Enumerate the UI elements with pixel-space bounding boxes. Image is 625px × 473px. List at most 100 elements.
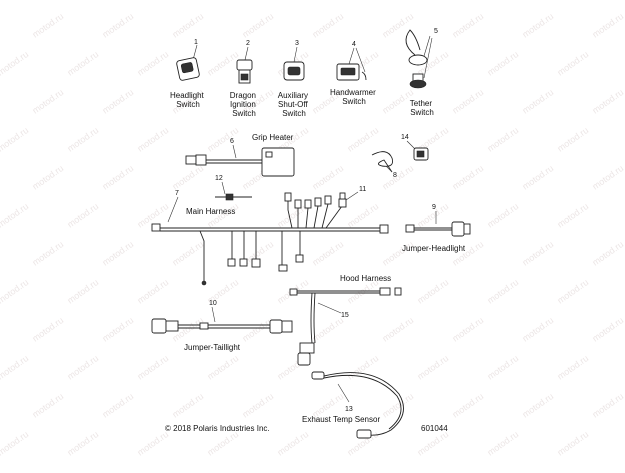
part-auxiliary-shutoff-switch[interactable]: 3 Auxiliary Shut-Off Switch	[278, 40, 310, 118]
watermark-text: motod.ru	[590, 239, 625, 268]
label-tether-l1: Tether	[410, 99, 433, 108]
label-tether-l2: Switch	[410, 108, 434, 117]
watermark-text: motod.ru	[30, 11, 65, 40]
part-8-clip[interactable]: 8	[371, 151, 397, 179]
watermark-text: motod.ru	[485, 429, 520, 458]
watermark-text: motod.ru	[590, 163, 625, 192]
label-aux-l1: Auxiliary	[278, 91, 308, 100]
part-main-harness[interactable]: 7 Main Harness 11	[151, 186, 389, 286]
watermark-text: motod.ru	[0, 277, 30, 306]
part-grip-heater[interactable]: Grip Heater 6	[185, 133, 295, 177]
part-headlight-switch[interactable]: 1 Headlight Switch	[170, 39, 206, 109]
watermark-text: motod.ru	[485, 49, 520, 78]
copyright-text: © 2018 Polaris Industries Inc.	[165, 424, 270, 433]
watermark-text: motod.ru	[240, 391, 275, 420]
watermark-text: motod.ru	[450, 87, 485, 116]
watermark-text: motod.ru	[450, 391, 485, 420]
watermark-text: motod.ru	[0, 49, 30, 78]
callout-7: 7	[175, 190, 179, 197]
watermark-text: motod.ru	[205, 0, 240, 2]
label-dragon-l3: Switch	[232, 109, 256, 118]
watermark-text: motod.ru	[555, 277, 590, 306]
watermark-text: motod.ru	[520, 11, 555, 40]
part-jumper-taillight[interactable]: 10 Jumper-Taillight	[151, 300, 293, 352]
part-tether-switch[interactable]: 5 Tether Switch	[405, 28, 438, 117]
callout-14: 14	[401, 134, 409, 141]
watermark-text: motod.ru	[310, 163, 345, 192]
watermark-text: motod.ru	[520, 391, 555, 420]
watermark-text: motod.ru	[555, 353, 590, 382]
watermark-text: motod.ru	[555, 429, 590, 458]
label-hood-harness: Hood Harness	[340, 274, 391, 283]
watermark-text: motod.ru	[380, 11, 415, 40]
watermark-text: motod.ru	[65, 201, 100, 230]
label-jumper-taillight: Jumper-Taillight	[184, 343, 241, 352]
watermark-text: motod.ru	[65, 0, 100, 2]
watermark-text: motod.ru	[310, 11, 345, 40]
label-headlight-switch-l2: Switch	[176, 100, 200, 109]
watermark-text: motod.ru	[415, 0, 450, 2]
watermark-text: motod.ru	[65, 429, 100, 458]
watermark-text: motod.ru	[100, 87, 135, 116]
watermark-text: motod.ru	[135, 353, 170, 382]
watermark-text: motod.ru	[555, 125, 590, 154]
part-12-lead[interactable]: 12	[215, 175, 252, 201]
watermark-text: motod.ru	[555, 0, 590, 2]
watermark-text: motod.ru	[170, 163, 205, 192]
part-hood-harness[interactable]: Hood Harness 15	[289, 274, 402, 366]
watermark-text: motod.ru	[170, 11, 205, 40]
label-aux-l2: Shut-Off	[278, 100, 308, 109]
watermark-text: motod.ru	[100, 11, 135, 40]
part-handwarmer-switch[interactable]: 4 Handwarmer Switch	[330, 41, 378, 106]
watermark-text: motod.ru	[485, 277, 520, 306]
part-dragon-ignition-switch[interactable]: 2 Dragon Ignition Switch	[230, 40, 258, 118]
watermark-text: motod.ru	[135, 125, 170, 154]
watermark-text: motod.ru	[485, 125, 520, 154]
watermark-text: motod.ru	[310, 239, 345, 268]
watermark-text: motod.ru	[135, 0, 170, 2]
callout-9: 9	[432, 204, 436, 211]
label-headlight-switch-l1: Headlight	[170, 91, 205, 100]
watermark-text: motod.ru	[65, 49, 100, 78]
watermark-text: motod.ru	[345, 125, 380, 154]
callout-2: 2	[246, 40, 250, 47]
part-jumper-headlight[interactable]: 9 Jumper-Headlight	[402, 204, 471, 253]
label-dragon-l1: Dragon	[230, 91, 256, 100]
callout-8: 8	[393, 172, 397, 179]
label-aux-l3: Switch	[282, 109, 306, 118]
watermark-text: motod.ru	[485, 0, 520, 2]
part-14-switch[interactable]: 14	[401, 134, 429, 161]
callout-1: 1	[194, 39, 198, 46]
watermark-text: motod.ru	[30, 391, 65, 420]
watermark-text: motod.ru	[380, 315, 415, 344]
svg-text:Dragon Ignition Sw: Dragon Ignition Switch	[230, 91, 258, 118]
watermark-text: motod.ru	[0, 0, 30, 2]
svg-text:Headlight Switch: Headlight Switch	[170, 91, 206, 109]
label-jumper-headlight: Jumper-Headlight	[402, 244, 466, 253]
watermark-text: motod.ru	[555, 201, 590, 230]
watermark-text: motod.ru	[520, 163, 555, 192]
watermark-text: motod.ru	[205, 125, 240, 154]
callout-15: 15	[341, 312, 349, 319]
watermark-text: motod.ru	[100, 391, 135, 420]
watermark-text: motod.ru	[205, 49, 240, 78]
watermark-text: motod.ru	[345, 201, 380, 230]
watermark-text: motod.ru	[415, 277, 450, 306]
watermark-text: motod.ru	[30, 163, 65, 192]
label-grip-heater: Grip Heater	[252, 133, 294, 142]
watermark-text: motod.ru	[170, 239, 205, 268]
callout-5: 5	[434, 28, 438, 35]
watermark-text: motod.ru	[310, 315, 345, 344]
watermark-text: motod.ru	[170, 391, 205, 420]
watermark-text: motod.ru	[135, 429, 170, 458]
watermark-text: motod.ru	[450, 11, 485, 40]
part-exhaust-temp-sensor[interactable]: 13 Exhaust Temp Sensor	[302, 371, 404, 439]
watermark-text: motod.ru	[30, 315, 65, 344]
watermark-text: motod.ru	[275, 0, 310, 2]
label-handwarmer-l1: Handwarmer	[330, 88, 376, 97]
watermark-text: motod.ru	[0, 429, 30, 458]
callout-12: 12	[215, 175, 223, 182]
label-handwarmer-l2: Switch	[342, 97, 366, 106]
